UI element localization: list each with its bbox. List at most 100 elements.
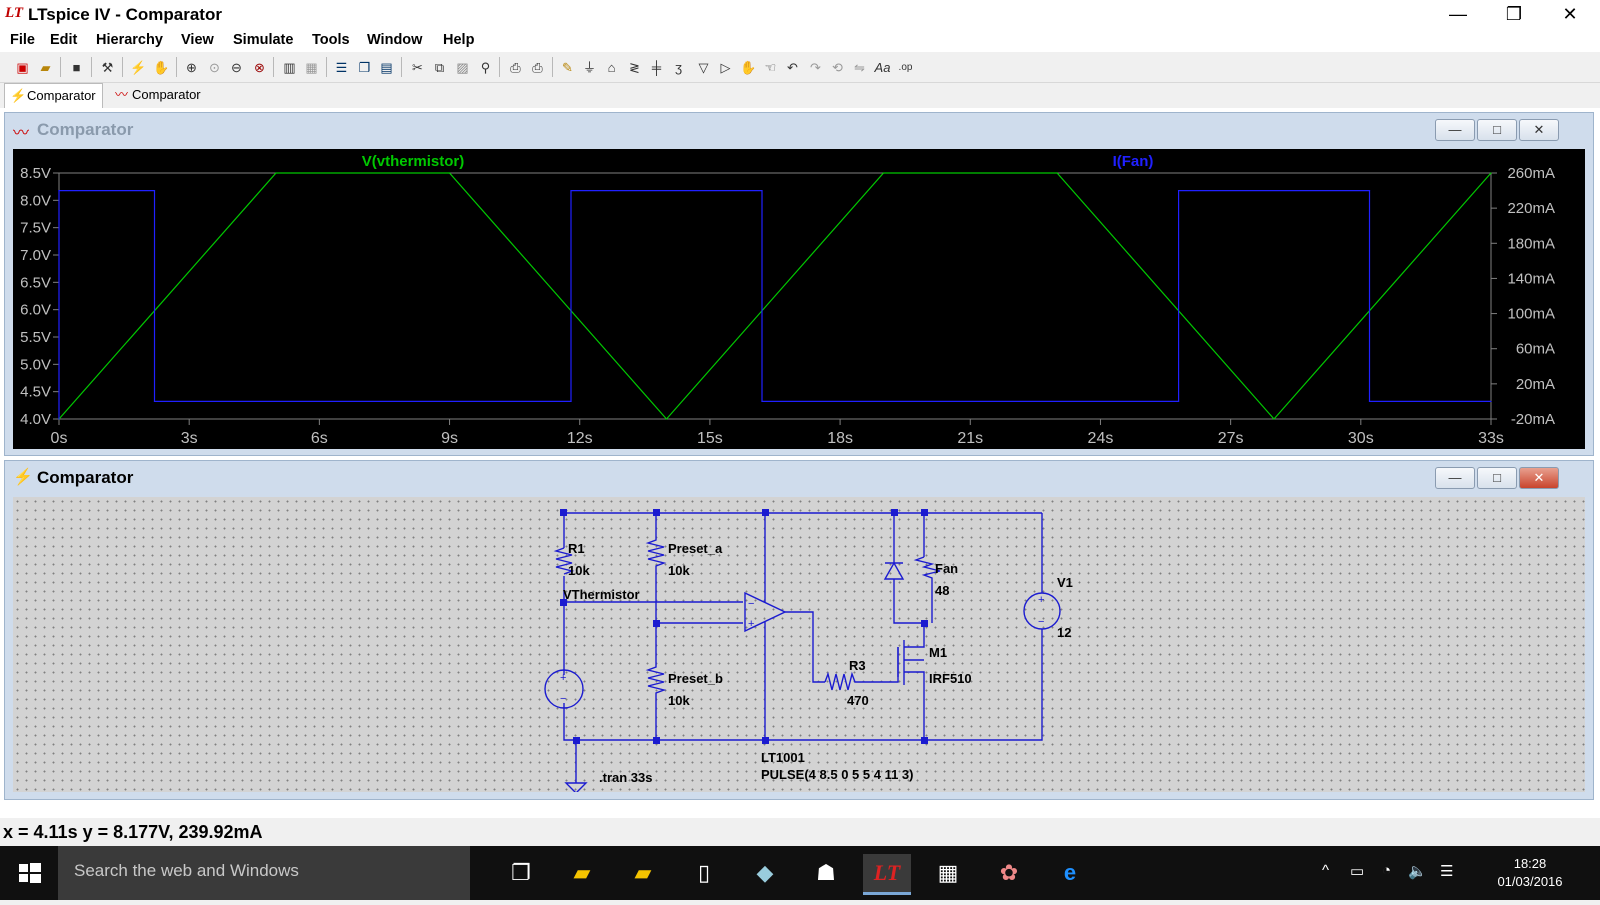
mirror-icon[interactable]: ⇋ [854,60,865,75]
y-left-tick-label: 6.0V [20,302,51,319]
menu-view[interactable]: View [181,32,214,48]
zoom-fit-icon[interactable]: ⊗ [254,60,265,75]
capacitor-icon[interactable]: ╪ [651,60,662,75]
menu-file[interactable]: File [10,32,35,48]
zoom-in-icon[interactable]: ⊕ [186,60,197,75]
tab-waveform[interactable]: 〰 Comparator [110,83,207,107]
tab-label: Comparator [132,87,201,102]
rotate-icon[interactable]: ⟲ [832,60,843,75]
y-right-tick-label: -20mA [1511,411,1555,428]
component-icon[interactable]: ▷ [720,60,731,75]
schematic-svg[interactable]: R1 10k Preset_a 10k VThermistor Preset_b… [13,497,1585,794]
schematic-maximize-button[interactable]: □ [1477,467,1517,489]
schematic-canvas[interactable]: R1 10k Preset_a 10k VThermistor Preset_b… [13,497,1585,794]
notifications-icon[interactable]: ☰ [1440,863,1454,880]
wire [563,512,1043,741]
preset-a-resistor [645,513,667,623]
waveform-icon: 〰 [13,125,30,142]
folder-icon[interactable]: ▰ [634,860,652,885]
drag-icon[interactable]: ☜ [764,60,777,75]
file-explorer-icon[interactable]: ▰ [573,860,591,885]
schematic-minimize-button[interactable]: — [1435,467,1475,489]
tile-vertical-icon[interactable]: ▤ [380,60,393,75]
y-left-tick-label: 5.5V [20,329,51,346]
print-setup-icon[interactable]: ⎙ [510,60,521,75]
menu-edit[interactable]: Edit [50,32,78,48]
new-schematic-icon[interactable]: ▣ [16,60,29,75]
ltspice-icon[interactable]: LT [863,854,911,895]
cat-app-icon[interactable]: ☗ [816,860,836,885]
paste-icon[interactable]: ▨ [456,60,469,75]
inductor-icon[interactable]: ʒ [674,60,683,75]
ground-icon[interactable]: ⏚ [582,60,596,75]
search-input[interactable]: Search the web and Windows [58,846,470,900]
zoom-area-icon[interactable]: ⊙ [209,60,220,75]
tile-horizontal-icon[interactable]: ☰ [335,60,348,75]
copy-icon[interactable]: ⧉ [434,60,445,75]
wire-opamp-out [785,611,825,683]
menu-tools[interactable]: Tools [312,32,350,48]
cascade-icon[interactable]: ❐ [358,60,371,75]
calculator-icon[interactable]: ▦ [937,860,959,885]
junction [653,737,660,744]
grid-icon[interactable]: ▦ [305,60,318,75]
text-icon[interactable]: Aa [874,60,891,75]
wifi-icon[interactable]: ◔ [1382,862,1392,879]
waveform-close-button[interactable]: ✕ [1519,119,1559,141]
menu-help[interactable]: Help [443,32,475,48]
edge-icon[interactable]: e [1063,860,1077,885]
task-view-icon[interactable]: ❐ [511,860,531,885]
notes-icon[interactable]: ◆ [756,860,774,885]
wire-icon[interactable]: ✎ [562,60,573,75]
tab-schematic[interactable]: ⚡ Comparator [4,83,103,108]
run-icon[interactable]: ⚡ [130,60,147,75]
minimize-button[interactable]: — [1449,4,1467,24]
m1-value: IRF510 [929,671,972,686]
series-point [1368,400,1371,403]
waveform-window-titlebar[interactable]: 〰 Comparator — □ ✕ [5,113,1593,145]
fan-value: 48 [935,583,949,598]
series-point [153,189,156,192]
save-icon[interactable]: ■ [72,60,81,75]
schematic-window-titlebar[interactable]: ⚡ Comparator — □ ✕ [5,461,1593,493]
close-button[interactable]: ✕ [1562,4,1578,24]
clock[interactable]: 18:28 01/03/2016 [1488,855,1572,891]
waveform-minimize-button[interactable]: — [1435,119,1475,141]
preset-b-resistor [645,623,667,740]
junction [560,599,567,606]
restore-button[interactable]: ❐ [1505,4,1523,24]
move-icon[interactable]: ✋ [740,60,757,75]
battery-icon[interactable]: ▭ [1350,863,1365,880]
volume-icon[interactable]: 🔈 [1408,863,1427,880]
control-panel-icon[interactable]: ⚒ [101,60,114,75]
menu-window[interactable]: Window [367,32,423,48]
junction [921,509,928,516]
menu-simulate[interactable]: Simulate [233,32,294,48]
document-icon[interactable]: ▯ [697,860,711,885]
menu-hierarchy[interactable]: Hierarchy [96,32,163,48]
y-right-tick-label: 20mA [1516,376,1555,393]
label-icon[interactable]: ⌂ [607,60,616,75]
tray-chevron-icon[interactable]: ^ [1322,862,1330,879]
print-icon[interactable]: ⎙ [532,60,543,75]
paint-icon[interactable]: ✿ [999,860,1019,885]
find-icon[interactable]: ⚲ [480,60,491,75]
waveform-maximize-button[interactable]: □ [1477,119,1517,141]
undo-icon[interactable]: ↶ [787,60,798,75]
toolbar-separator [552,57,553,77]
zoom-out-icon[interactable]: ⊖ [231,60,242,75]
cut-icon[interactable]: ✂ [412,60,423,75]
spice-directive-icon[interactable]: .op [898,62,913,73]
redo-icon[interactable]: ↷ [810,60,821,75]
halt-icon[interactable]: ✋ [153,60,170,75]
resistor-icon[interactable]: ≷ [629,60,640,75]
schematic-close-button[interactable]: ✕ [1519,467,1559,489]
start-button[interactable] [0,846,58,900]
diode-icon[interactable]: ▽ [698,60,709,75]
resistor-r1 [553,547,575,575]
open-icon[interactable]: ▰ [40,60,51,75]
autorange-icon[interactable]: ▥ [283,60,296,75]
